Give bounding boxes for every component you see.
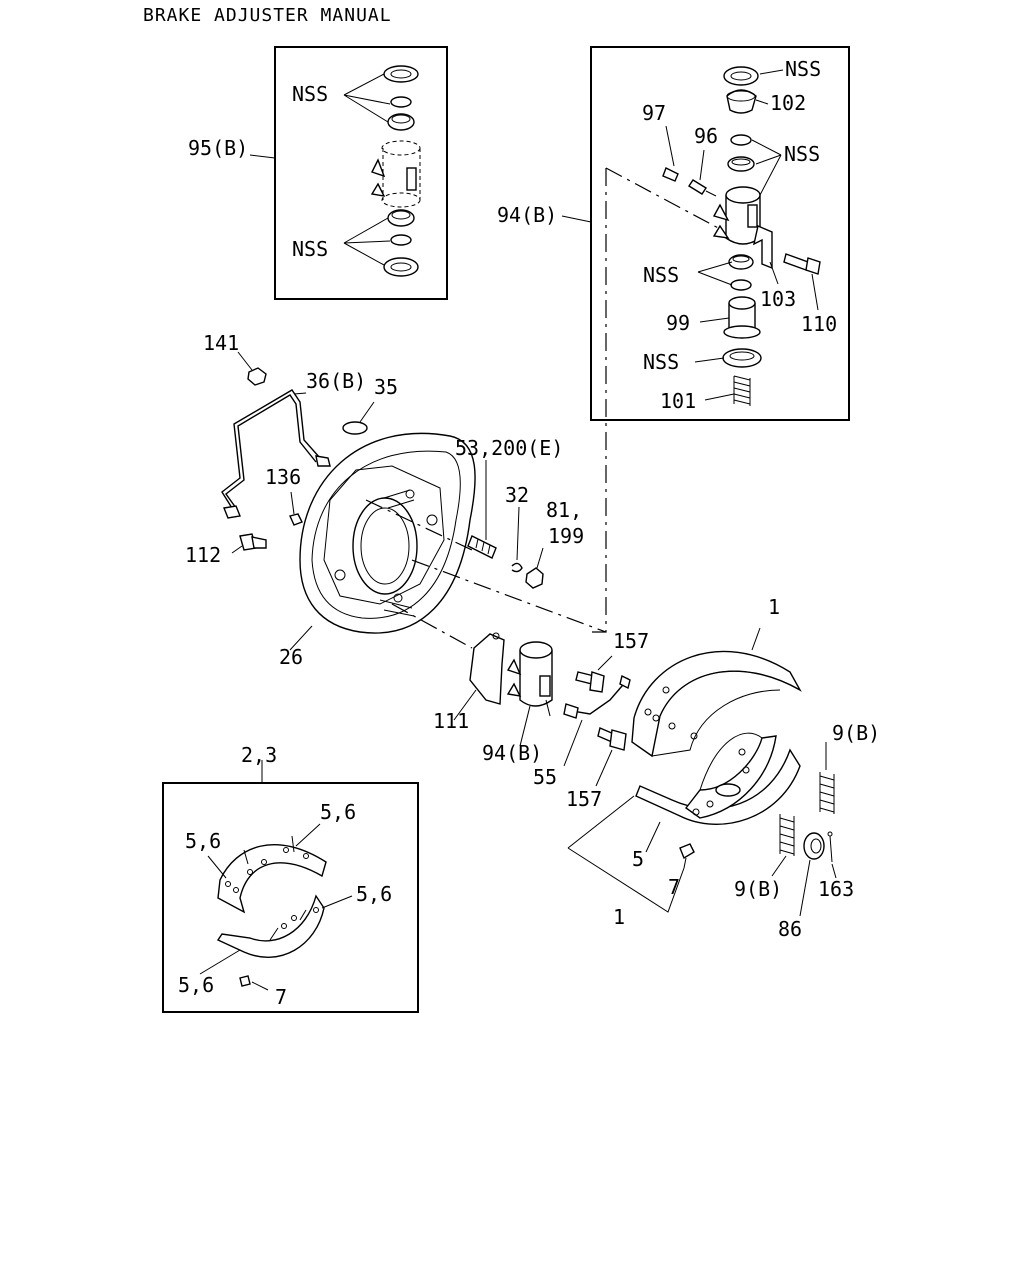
label-101: 101 [660,389,696,413]
label-53-200e: 53,200(E) [455,436,563,460]
label-157-bottom: 157 [566,787,602,811]
label-111: 111 [433,709,469,733]
label-96: 96 [694,124,718,148]
label-32: 32 [505,483,529,507]
label-2-3: 2,3 [241,743,277,767]
label-103: 103 [760,287,796,311]
label-110: 110 [801,312,837,336]
label-26: 26 [279,645,303,669]
label-112: 112 [185,543,221,567]
label-5-main: 5 [632,847,644,871]
label-nss-94-top: NSS [785,57,821,81]
label-157-top: 157 [613,629,649,653]
label-9b-top: 9(B) [832,721,880,745]
label-nss-94-bottom: NSS [643,350,679,374]
label-55: 55 [533,765,557,789]
label-1-top: 1 [768,595,780,619]
label-199: 199 [548,524,584,548]
label-56-d: 5,6 [178,973,214,997]
label-163: 163 [818,877,854,901]
label-94b-main: 94(B) [482,741,542,765]
label-9b-bottom: 9(B) [734,877,782,901]
label-102: 102 [770,91,806,115]
label-97: 97 [642,101,666,125]
label-141: 141 [203,331,239,355]
label-56-c: 5,6 [356,882,392,906]
page-title: BRAKE ADJUSTER MANUAL [143,5,392,26]
centre-line-inset-94 [592,168,607,633]
inset-box-94b [561,46,850,421]
wheel-cylinder-assembly [453,632,631,787]
inset-box-95b [249,46,448,300]
label-7-main: 7 [668,875,680,899]
label-99: 99 [666,311,690,335]
label-nss-94-lower: NSS [643,263,679,287]
label-nss-95-bottom: NSS [292,237,328,261]
label-86: 86 [778,917,802,941]
label-81: 81, [546,498,582,522]
label-1-bottom: 1 [613,905,625,929]
label-36b: 36(B) [306,369,366,393]
label-nss-94-mid: NSS [784,142,820,166]
label-35: 35 [374,375,398,399]
label-nss-95-top: NSS [292,82,328,106]
inset-box-lining [162,760,419,1013]
brake-shoes [567,627,837,917]
label-94b-inset: 94(B) [497,203,557,227]
label-7-inset: 7 [275,985,287,1009]
backing-plate-assembly [221,351,607,651]
label-136: 136 [265,465,301,489]
label-95b: 95(B) [188,136,248,160]
label-56-a: 5,6 [320,800,356,824]
label-56-b: 5,6 [185,829,221,853]
